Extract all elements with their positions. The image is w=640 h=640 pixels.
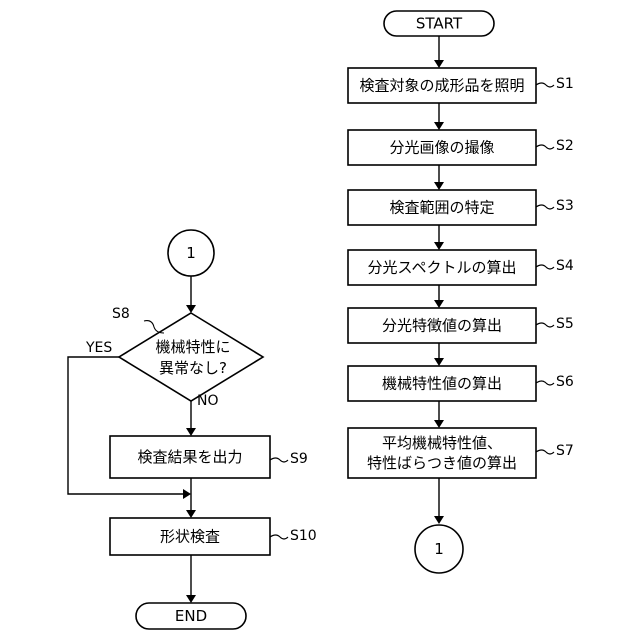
step-s4-id: S4 — [556, 258, 574, 274]
step-s5-id: S5 — [556, 316, 574, 332]
step-s7-text-line2: 特性ばらつき値の算出 — [367, 454, 517, 472]
decision-s8-line2: 異常なし? — [159, 359, 227, 377]
decision-s8-id: S8 — [112, 306, 130, 322]
decision-s8-diamond — [119, 313, 263, 401]
end-label: END — [175, 607, 207, 625]
start-label: START — [416, 15, 463, 33]
connector-bottom-label: 1 — [434, 540, 444, 558]
step-s9-text: 検査結果を出力 — [137, 448, 242, 466]
step-s7-text-line1: 平均機械特性値、 — [382, 434, 502, 452]
decision-no-label: NO — [197, 393, 219, 409]
step-s7-id: S7 — [556, 443, 574, 459]
step-s1-id: S1 — [556, 76, 574, 92]
step-s2-id: S2 — [556, 138, 574, 154]
step-s3-text: 検査範囲の特定 — [389, 199, 494, 217]
step-s1-text: 検査対象の成形品を照明 — [359, 77, 524, 95]
step-s3-id: S3 — [556, 198, 574, 214]
step-s10-text: 形状検査 — [160, 528, 220, 546]
step-s4-text: 分光スペクトルの算出 — [368, 259, 517, 277]
step-s6-id: S6 — [556, 374, 574, 390]
decision-yes-label: YES — [85, 340, 112, 356]
step-s2-text: 分光画像の撮像 — [389, 139, 494, 157]
step-s6-text: 機械特性値の算出 — [382, 375, 502, 393]
step-s10-id: S10 — [290, 528, 317, 544]
step-s5-text: 分光特徴値の算出 — [382, 317, 502, 335]
decision-s8-line1: 機械特性に — [155, 338, 230, 356]
step-s9-id: S9 — [290, 451, 308, 467]
connector-top-label: 1 — [186, 244, 196, 262]
